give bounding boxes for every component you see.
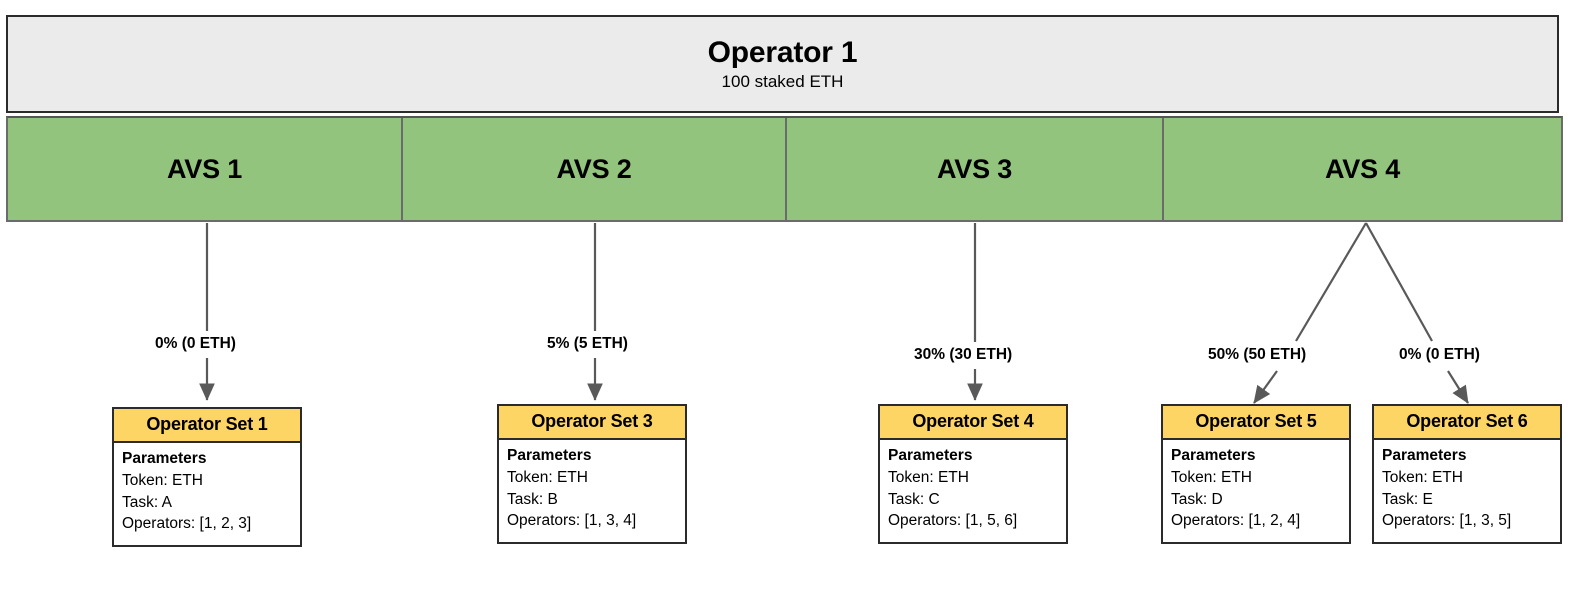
operator-name: Operator 1 <box>707 36 858 70</box>
avs-label-4: AVS 4 <box>1324 153 1401 184</box>
avs-cell-2[interactable]: AVS 2 <box>403 118 787 220</box>
operator-set-box-6[interactable]: Operator Set 6 Parameters Token: ETH Tas… <box>1372 404 1562 544</box>
task-line-1: Task: A <box>122 493 172 511</box>
parameters-heading-4: Parameters <box>888 446 973 464</box>
avs-label-1: AVS 1 <box>166 153 243 184</box>
token-line-6: Token: ETH <box>1382 468 1463 486</box>
edge-avs4-opset6 <box>1365 222 1469 404</box>
operator-set-title-1: Operator Set 1 <box>114 409 300 443</box>
operators-line-1: Operators: [1, 2, 3] <box>122 515 252 533</box>
operator-stake: 100 staked ETH <box>721 72 844 92</box>
operator-set-box-3[interactable]: Operator Set 3 Parameters Token: ETH Tas… <box>497 404 687 544</box>
edge-label-avs4-opset6: 0% (0 ETH) <box>1396 345 1483 365</box>
token-line-1: Token: ETH <box>122 471 203 489</box>
edge-label-avs1-opset1: 0% (0 ETH) <box>152 334 239 354</box>
operators-line-4: Operators: [1, 5, 6] <box>888 512 1018 530</box>
parameters-heading-3: Parameters <box>507 446 592 464</box>
operator-set-title-3: Operator Set 3 <box>499 406 685 440</box>
task-line-6: Task: E <box>1382 490 1433 508</box>
avs-cell-4[interactable]: AVS 4 <box>1164 118 1561 220</box>
edge-label-avs3-opset4: 30% (30 ETH) <box>911 345 1016 365</box>
task-line-5: Task: D <box>1171 490 1223 508</box>
parameters-heading-6: Parameters <box>1382 446 1467 464</box>
operator-set-body-3: Parameters Token: ETH Task: B Operators:… <box>499 440 685 540</box>
token-line-4: Token: ETH <box>888 468 969 486</box>
operator-set-box-5[interactable]: Operator Set 5 Parameters Token: ETH Tas… <box>1161 404 1351 544</box>
operator-set-title-6: Operator Set 6 <box>1374 406 1560 440</box>
operator-set-body-6: Parameters Token: ETH Task: E Operators:… <box>1374 440 1560 540</box>
edge-label-avs4-opset5: 50% (50 ETH) <box>1205 345 1310 365</box>
task-line-4: Task: C <box>888 490 940 508</box>
token-line-5: Token: ETH <box>1171 468 1252 486</box>
avs-label-3: AVS 3 <box>936 153 1013 184</box>
operator-set-body-1: Parameters Token: ETH Task: A Operators:… <box>114 443 300 543</box>
edge-label-avs2-opset3: 5% (5 ETH) <box>544 334 631 354</box>
avs-cell-1[interactable]: AVS 1 <box>8 118 403 220</box>
operators-line-3: Operators: [1, 3, 4] <box>507 512 637 530</box>
operator-header-box[interactable]: Operator 1 100 staked ETH <box>6 15 1559 113</box>
token-line-3: Token: ETH <box>507 468 588 486</box>
task-line-3: Task: B <box>507 490 558 508</box>
avs-cell-3[interactable]: AVS 3 <box>787 118 1164 220</box>
edge-avs4-opset5 <box>1253 222 1367 404</box>
parameters-heading-5: Parameters <box>1171 446 1256 464</box>
avs-row: AVS 1 AVS 2 AVS 3 AVS 4 <box>6 116 1563 222</box>
operator-set-box-4[interactable]: Operator Set 4 Parameters Token: ETH Tas… <box>878 404 1068 544</box>
operator-set-body-4: Parameters Token: ETH Task: C Operators:… <box>880 440 1066 540</box>
parameters-heading-1: Parameters <box>122 449 207 467</box>
operator-set-box-1[interactable]: Operator Set 1 Parameters Token: ETH Tas… <box>112 407 302 547</box>
operators-line-5: Operators: [1, 2, 4] <box>1171 512 1301 530</box>
operator-set-body-5: Parameters Token: ETH Task: D Operators:… <box>1163 440 1349 540</box>
operator-set-title-5: Operator Set 5 <box>1163 406 1349 440</box>
operators-line-6: Operators: [1, 3, 5] <box>1382 512 1512 530</box>
operator-set-title-4: Operator Set 4 <box>880 406 1066 440</box>
avs-label-2: AVS 2 <box>556 153 632 184</box>
